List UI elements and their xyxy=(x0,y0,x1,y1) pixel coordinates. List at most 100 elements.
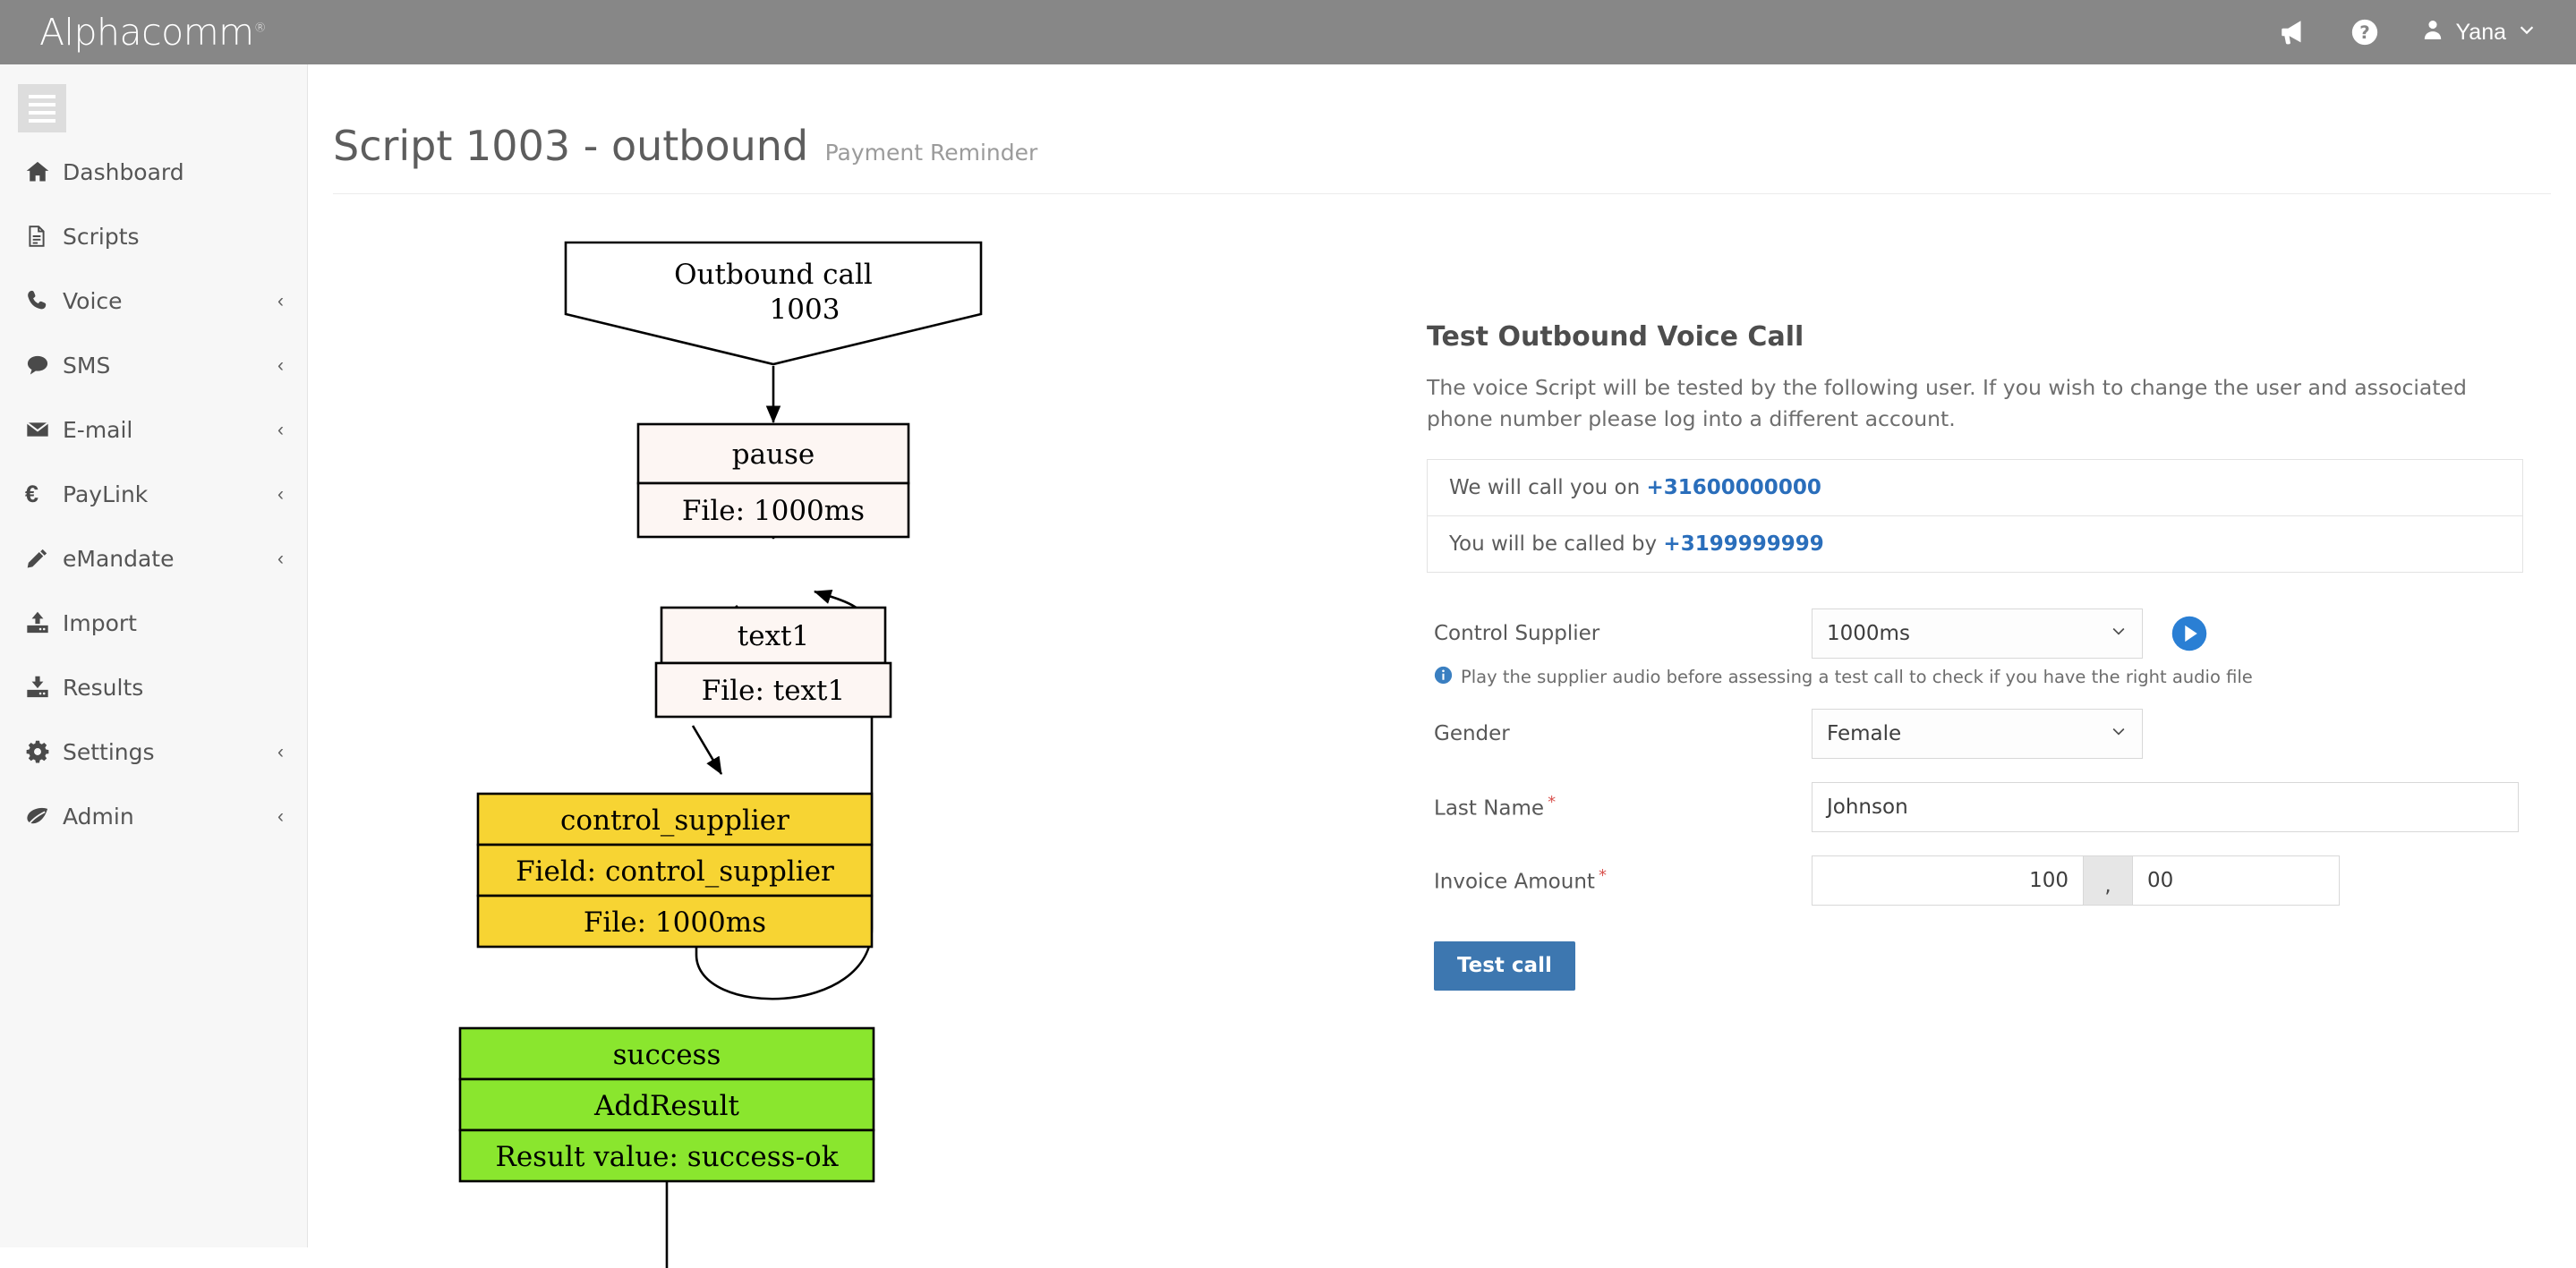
flow-node-label: Outbound call xyxy=(674,259,873,291)
sidebar-item-settings[interactable]: Settings ‹ xyxy=(0,719,307,784)
flow-node-pause[interactable]: pause File: 1000ms xyxy=(636,422,910,539)
flow-node-start[interactable]: Outbound call 1003 xyxy=(564,241,983,366)
sidebar-item-paylink[interactable]: € PayLink ‹ xyxy=(0,462,307,526)
control-supplier-value: 1000ms xyxy=(1827,621,1910,645)
upload-icon xyxy=(25,610,63,635)
sidebar-item-label: Dashboard xyxy=(63,158,184,185)
control-supplier-hint: Play the supplier audio before assessing… xyxy=(1434,666,2555,689)
called-by-row: You will be called by +3199999999 xyxy=(1428,515,2522,572)
sidebar-item-label: eMandate xyxy=(63,545,175,572)
decimal-separator: , xyxy=(2083,855,2133,905)
sidebar-item-label: Import xyxy=(63,609,137,636)
main-content: Script 1003 - outbound Payment Reminder xyxy=(308,64,2576,1268)
sidebar-item-label: Settings xyxy=(63,738,155,765)
sidebar-item-label: Scripts xyxy=(63,223,140,250)
chevron-down-icon xyxy=(2110,722,2128,745)
sidebar-item-label: E-mail xyxy=(63,416,133,443)
play-circle-icon[interactable] xyxy=(2170,614,2209,653)
top-bar: Alphacomm® ? Yana xyxy=(0,0,2576,64)
panel-description: The voice Script will be tested by the f… xyxy=(1427,375,2467,432)
flow-node-label: File: 1000ms xyxy=(682,495,865,527)
page-title: Script 1003 - outbound xyxy=(333,122,809,170)
chevron-down-icon xyxy=(2517,20,2537,46)
required-mark: * xyxy=(1548,793,1557,813)
invoice-amount-label: Invoice Amount* xyxy=(1434,866,1607,894)
call-on-row: We will call you on +31600000000 xyxy=(1428,460,2522,515)
chevron-left-icon: ‹ xyxy=(277,419,284,440)
user-menu[interactable]: Yana xyxy=(2421,18,2537,47)
gender-select[interactable]: Female xyxy=(1812,708,2143,759)
flow-node-label: Field: control_supplier xyxy=(516,855,834,888)
content-row: Outbound call 1003 pause File: 1000ms te… xyxy=(308,194,2576,1268)
document-icon xyxy=(25,225,63,248)
invoice-amount-major-input[interactable]: 100 xyxy=(2029,868,2068,892)
phone-icon xyxy=(25,288,63,313)
last-name-input[interactable]: Johnson xyxy=(1812,781,2519,832)
page-subtitle: Payment Reminder xyxy=(824,140,1038,166)
required-mark: * xyxy=(1598,866,1607,886)
flow-node-text1[interactable]: text1 File: text1 xyxy=(654,606,892,719)
sidebar-item-admin[interactable]: Admin ‹ xyxy=(0,784,307,848)
called-by-label: You will be called by xyxy=(1449,532,1664,556)
invoice-amount-minor-input[interactable]: 00 xyxy=(2147,868,2174,892)
sidebar-item-import[interactable]: Import xyxy=(0,591,307,655)
invoice-amount-group: 100 , 00 xyxy=(1812,855,2340,906)
user-icon xyxy=(2421,18,2444,47)
chevron-left-icon: ‹ xyxy=(277,354,284,376)
svg-text:?: ? xyxy=(2360,22,2371,43)
flow-node-label: File: 1000ms xyxy=(584,906,766,939)
flow-node-success[interactable]: success AddResult Result value: success-… xyxy=(458,1026,875,1268)
top-bar-actions: ? Yana xyxy=(2278,0,2576,64)
envelope-icon xyxy=(25,417,63,442)
logo-text: Alphacomm® xyxy=(39,11,267,54)
flow-node-label: text1 xyxy=(738,620,809,652)
chevron-left-icon: ‹ xyxy=(277,741,284,762)
control-supplier-select[interactable]: 1000ms xyxy=(1812,608,2143,659)
chevron-left-icon: ‹ xyxy=(277,805,284,827)
pencil-icon xyxy=(25,547,63,571)
user-name: Yana xyxy=(2455,19,2506,45)
panel-title: Test Outbound Voice Call xyxy=(1427,321,1804,353)
flow-node-control-supplier[interactable]: control_supplier Field: control_supplier… xyxy=(476,792,874,949)
registered-mark: ® xyxy=(253,21,267,36)
flow-node-label: success xyxy=(613,1039,721,1071)
header-divider xyxy=(333,193,2551,194)
flow-node-label: Result value: success-ok xyxy=(496,1141,839,1173)
list-toggle-icon[interactable] xyxy=(18,84,66,132)
sidebar-item-label: PayLink xyxy=(63,481,149,507)
sidebar-item-sms[interactable]: SMS ‹ xyxy=(0,333,307,397)
megaphone-icon[interactable] xyxy=(2278,17,2308,47)
gender-label: Gender xyxy=(1434,721,1510,745)
brand-logo[interactable]: Alphacomm® xyxy=(0,0,308,64)
last-name-value: Johnson xyxy=(1827,795,1908,819)
flow-node-label: 1003 xyxy=(770,294,840,326)
help-circle-icon[interactable]: ? xyxy=(2350,17,2380,47)
test-call-panel: Test Outbound Voice Call The voice Scrip… xyxy=(1427,194,2555,1268)
flow-node-label: control_supplier xyxy=(560,804,789,837)
chevron-left-icon: ‹ xyxy=(277,290,284,311)
phone-info-list: We will call you on +31600000000 You wil… xyxy=(1427,458,2523,573)
sidebar-item-results[interactable]: Results xyxy=(0,655,307,719)
call-on-number: +31600000000 xyxy=(1646,475,1821,499)
test-call-button[interactable]: Test call xyxy=(1434,940,1575,991)
sidebar-item-voice[interactable]: Voice ‹ xyxy=(0,268,307,333)
chevron-left-icon: ‹ xyxy=(277,483,284,505)
chat-icon xyxy=(25,353,63,378)
leaf-icon xyxy=(25,804,63,829)
sidebar-item-email[interactable]: E-mail ‹ xyxy=(0,397,307,462)
home-icon xyxy=(25,159,63,184)
sidebar-item-label: Results xyxy=(63,674,144,701)
euro-icon: € xyxy=(25,480,39,507)
sidebar: Dashboard Scripts Voice ‹ SMS ‹ E-mail ‹… xyxy=(0,64,308,1247)
gear-icon xyxy=(25,739,63,764)
sidebar-item-label: SMS xyxy=(63,352,111,379)
sidebar-item-scripts[interactable]: Scripts xyxy=(0,204,307,268)
sidebar-item-emandate[interactable]: eMandate ‹ xyxy=(0,526,307,591)
last-name-row: Last Name* Johnson xyxy=(1427,781,2555,832)
gender-row: Gender Female xyxy=(1427,708,2555,759)
control-supplier-label: Control Supplier xyxy=(1434,621,1600,645)
sidebar-item-dashboard[interactable]: Dashboard xyxy=(0,140,307,204)
call-on-label: We will call you on xyxy=(1449,475,1647,499)
flow-node-label: File: text1 xyxy=(702,675,845,707)
info-icon xyxy=(1434,666,1453,689)
